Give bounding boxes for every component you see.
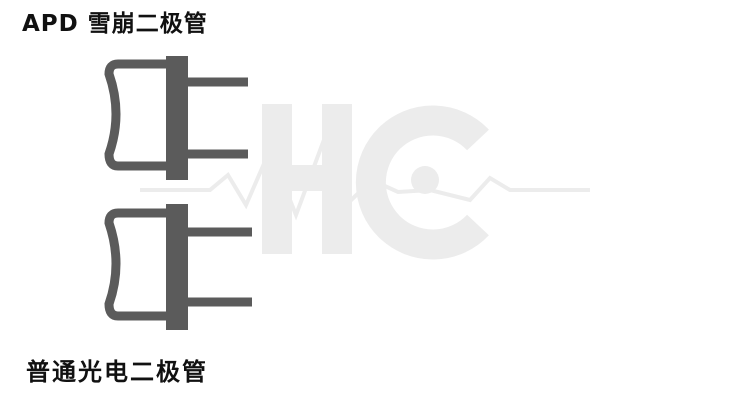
watermark-pulse-line <box>140 139 590 221</box>
apd-diode-cap <box>166 56 188 180</box>
apd-label: APD 雪崩二极管 <box>22 11 208 37</box>
hc-logo-watermark <box>140 104 590 260</box>
normal-diode-body <box>104 208 184 321</box>
apd-diode-symbol <box>104 56 248 180</box>
normal-photodiode-symbol <box>104 204 252 330</box>
normal-diode-cap <box>166 204 188 330</box>
apd-diode-body <box>104 59 184 171</box>
watermark-pulse-dot <box>411 166 439 194</box>
normal-photodiode-label: 普通光电二极管 <box>26 358 208 386</box>
